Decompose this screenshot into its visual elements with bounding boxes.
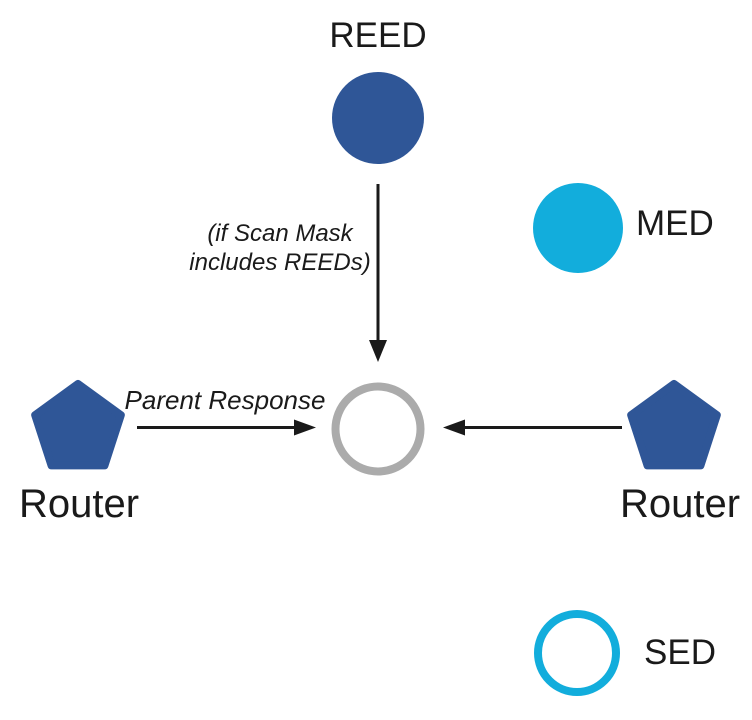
sed-node-label: SED bbox=[644, 633, 716, 672]
arrow-router-left-head bbox=[294, 419, 316, 436]
scan-mask-annotation-line2: includes REEDs) bbox=[189, 249, 371, 276]
arrow-reed-to-joiner-head bbox=[369, 340, 387, 362]
arrow-router-right-to-joiner bbox=[443, 419, 622, 436]
router-left-pentagon bbox=[31, 380, 125, 470]
router-left-label: Router bbox=[19, 482, 140, 526]
med-node-label: MED bbox=[636, 204, 714, 243]
med-node-circle bbox=[533, 183, 623, 273]
arrow-router-right-head bbox=[443, 419, 465, 436]
arrow-reed-to-joiner bbox=[369, 184, 387, 362]
scan-mask-annotation: (if Scan Mask includes REEDs) bbox=[160, 219, 400, 277]
scan-mask-annotation-line1: (if Scan Mask bbox=[207, 220, 353, 247]
reed-node-circle bbox=[332, 72, 424, 164]
reed-node-label: REED bbox=[329, 16, 427, 55]
sed-node-circle bbox=[534, 610, 620, 696]
arrow-router-left-to-joiner bbox=[137, 419, 316, 436]
router-right-pentagon bbox=[627, 380, 721, 470]
joiner-node-circle bbox=[331, 382, 425, 476]
parent-response-annotation: Parent Response bbox=[124, 385, 326, 415]
router-right-label: Router bbox=[620, 482, 741, 526]
